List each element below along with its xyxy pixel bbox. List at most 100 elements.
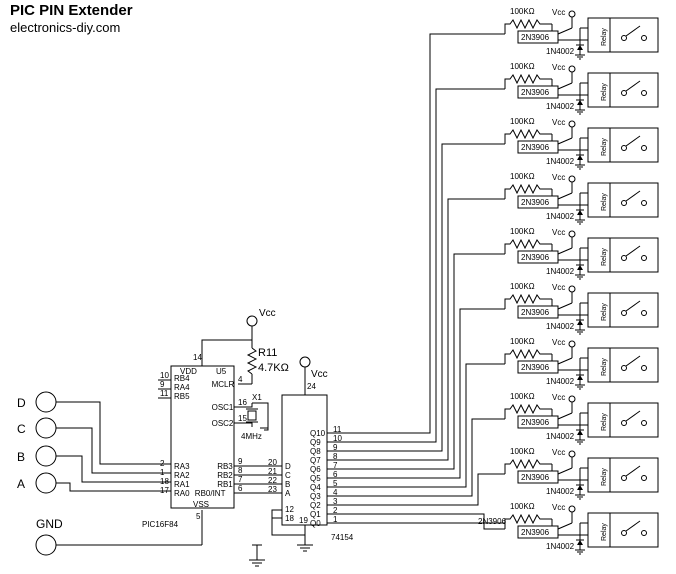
mcu-pin-name-rb0-int: RB0/INT: [195, 489, 226, 498]
relay-contact: [621, 530, 627, 536]
decoder-out-pin-q10: 11: [333, 425, 342, 434]
relay-box: [587, 292, 659, 328]
transistor-body: [517, 415, 559, 429]
relay-box: [587, 182, 659, 218]
mcu-pin-name-rb2: RB2: [217, 471, 233, 480]
terminal-gnd[interactable]: [35, 534, 57, 556]
mcu-pin-num-rb3: 9: [238, 457, 243, 466]
resistor-value: 100KΩ: [510, 502, 535, 511]
diode-icon: [577, 320, 583, 325]
vcc-terminal: [568, 505, 576, 513]
decoder-part-label: 74154: [331, 533, 354, 542]
decoder-in-name-d: D: [285, 462, 291, 471]
transistor-label: 2N3906: [521, 88, 550, 97]
decoder-out-pin-q4: 5: [333, 479, 338, 488]
relay-label: Relay: [601, 413, 608, 431]
decoder-enable-pin-2: 18: [285, 514, 294, 523]
relay-contact: [621, 310, 627, 316]
terminal-c[interactable]: [35, 417, 57, 439]
relay-box: [587, 347, 659, 383]
vcc-terminal-r11: [246, 315, 258, 327]
diode-label: 1N4002: [546, 487, 575, 496]
label-input-gnd: GND: [36, 517, 63, 531]
transistor-label: 2N3906: [521, 363, 550, 372]
decoder-out-name-q9: Q9: [310, 438, 321, 447]
mcu-pin-name-ra1: RA1: [174, 480, 190, 489]
relay-contact: [641, 365, 647, 371]
relay-label: Relay: [601, 28, 608, 46]
input-terminals: D C B A GND: [17, 391, 203, 556]
mcu-vdd-pin: 14: [193, 353, 202, 362]
decoder-in-name-a: A: [285, 489, 291, 498]
transistor-body: [517, 195, 559, 209]
output-bus: [327, 33, 505, 530]
bus-wire-q3: [327, 418, 505, 497]
r11-ref: R11: [258, 347, 277, 359]
relay-contact: [641, 475, 647, 481]
decoder-in-pin-a: 23: [268, 485, 277, 494]
relay-contact: [621, 475, 627, 481]
bus-wire-q9: [327, 88, 505, 443]
relay-contact: [641, 530, 647, 536]
relay-box: [587, 512, 659, 548]
vcc-terminal-decoder: [299, 356, 311, 368]
transistor-label: 2N3906: [521, 418, 550, 427]
relay-contact: [621, 35, 627, 41]
mcu-pin-name-rb4: RB4: [174, 374, 190, 383]
decoder-out-name-q1: Q1: [310, 510, 321, 519]
decoder-out-name-q5: Q5: [310, 474, 321, 483]
decoder-in-pin-c: 21: [268, 467, 277, 476]
resistor-value: 100KΩ: [510, 392, 535, 401]
transistor-label: 2N3906: [521, 528, 550, 537]
mcu-pin-name-ra0: RA0: [174, 489, 190, 498]
mcu-pin-num-ra0: 17: [160, 486, 169, 495]
diode-label: 1N4002: [546, 322, 575, 331]
vcc-label: Vcc: [552, 118, 565, 127]
resistor-value: 100KΩ: [510, 7, 535, 16]
relay-box: [587, 72, 659, 108]
transistor-body: [517, 360, 559, 374]
decoder-out-pin-q7: 8: [333, 452, 338, 461]
diode-icon: [577, 540, 583, 545]
crystal-freq: 4MHz: [241, 432, 262, 441]
terminal-b[interactable]: [35, 445, 57, 467]
decoder-out-pin-q8: 9: [333, 443, 338, 452]
crystal-ref: X1: [252, 393, 262, 402]
terminal-d[interactable]: [35, 391, 57, 413]
bus-wire-q7: [327, 198, 505, 461]
mcu-pin-name-rb3: RB3: [217, 462, 233, 471]
diode-label: 1N4002: [546, 102, 575, 111]
transistor-label: 2N3906: [521, 33, 550, 42]
decoder-out-name-q6: Q6: [310, 465, 321, 474]
relay-contact: [641, 420, 647, 426]
mcu-vss-pin: 5: [196, 512, 201, 521]
mcu-pin-name-ra3: RA3: [174, 462, 190, 471]
transistor-label: 2N3906: [521, 473, 550, 482]
bus-wire-q10: [327, 33, 505, 434]
vcc-label: Vcc: [552, 173, 565, 182]
terminal-a[interactable]: [35, 472, 57, 494]
mcu-pin-name-ra4: RA4: [174, 383, 190, 392]
bottom-transistor-note: 2N3906: [478, 517, 507, 526]
decoder-out-pin-q2: 3: [333, 497, 338, 506]
relay-contact: [621, 200, 627, 206]
diode-label: 1N4002: [546, 377, 575, 386]
transistor-body: [517, 470, 559, 484]
mcu-pin-num-rb1: 7: [238, 475, 243, 484]
mcu-pin-num-osc1: 16: [238, 398, 247, 407]
relay-label: Relay: [601, 468, 608, 486]
mcu-pin-name-rb1: RB1: [217, 480, 233, 489]
transistor-body: [517, 85, 559, 99]
decoder-out-pin-q0: 1: [333, 515, 338, 524]
mcu-ref: U5: [216, 367, 227, 376]
decoder-out-name-q10: Q10: [310, 429, 326, 438]
relay-box: [587, 237, 659, 273]
relay-box: [587, 127, 659, 163]
